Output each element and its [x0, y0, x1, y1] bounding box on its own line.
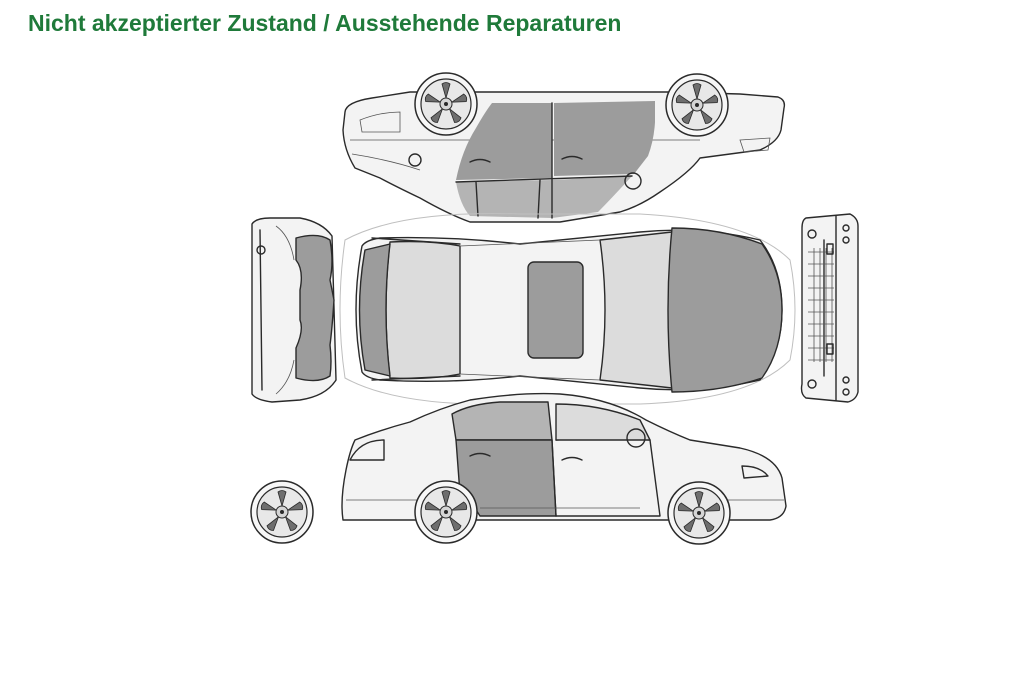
- rear-view: [251, 217, 337, 403]
- right-side-view: [341, 392, 787, 545]
- page-title: Nicht akzeptierter Zustand / Ausstehende…: [28, 10, 622, 36]
- top-view: [339, 213, 796, 405]
- front-view: [800, 213, 859, 403]
- spare-wheel: [250, 480, 314, 544]
- left-side-view: [342, 72, 786, 223]
